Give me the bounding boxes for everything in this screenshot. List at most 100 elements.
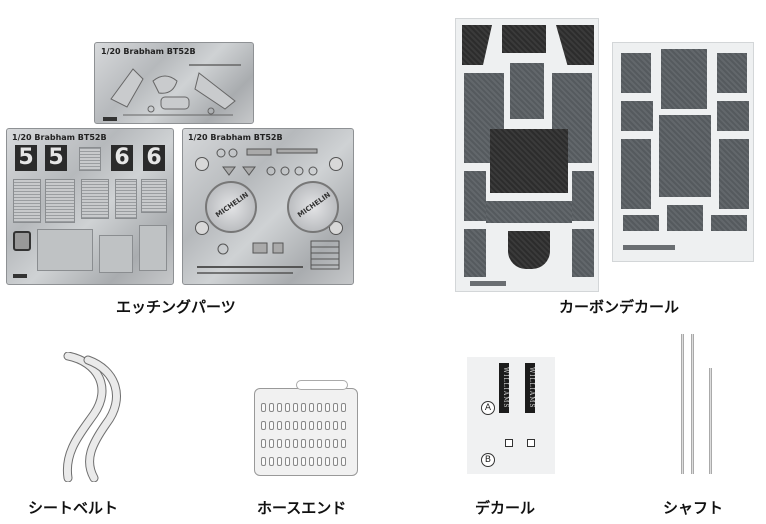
hose-end-part <box>293 421 298 430</box>
seatbelt-art <box>34 351 130 483</box>
hose-end-part <box>317 457 322 466</box>
hose-end-part <box>333 421 338 430</box>
hose-end-part <box>261 439 266 448</box>
carbon-grey-piece-10 <box>667 205 703 231</box>
carbon-grey-piece-6 <box>717 101 749 131</box>
carbon-decal-sheet-left <box>455 18 599 292</box>
carbon-grey-piece-4 <box>621 101 653 131</box>
hose-end-part <box>325 457 330 466</box>
hose-end-sprue-tag <box>296 380 348 390</box>
carbon-grey-piece-2 <box>661 49 707 109</box>
shaft-rod-3 <box>709 368 712 474</box>
etching-bottom-parts <box>193 237 345 277</box>
caption-decal: デカール <box>475 499 536 517</box>
etching-sheet-top: 1/20 Brabham BT52B <box>94 42 254 124</box>
carbon-piece-11 <box>464 229 486 277</box>
caption-seatbelt: シートベルト <box>28 499 119 517</box>
hose-end-part <box>269 421 274 430</box>
etching-ring-4 <box>329 221 343 235</box>
number-decal-3: 6 <box>111 145 133 171</box>
wheel-label-right: MICHELIN <box>296 190 333 220</box>
etching-ring-3 <box>195 221 209 235</box>
hose-end-part <box>269 457 274 466</box>
carbon-piece-10 <box>486 201 572 223</box>
caption-carbon-decal: カーボンデカール <box>559 298 680 316</box>
decal-sheet: WILLIAMS WILLIAMS A B <box>467 357 555 474</box>
hose-end-part <box>301 421 306 430</box>
carbon-piece-5 <box>510 63 544 119</box>
etching-mesh-1 <box>79 147 101 171</box>
carbon-grey-piece-3 <box>717 53 747 93</box>
etching-grille-5 <box>141 179 167 213</box>
shaft-rod-1 <box>681 334 684 474</box>
etching-small-parts-art <box>216 148 318 176</box>
carbon-piece-1 <box>462 25 492 65</box>
number-decal-2: 5 <box>45 145 67 171</box>
hose-end-part <box>317 439 322 448</box>
hose-end-part <box>285 457 290 466</box>
carbon-grey-piece-9 <box>623 215 659 231</box>
etching-top-parts <box>103 59 247 119</box>
hose-end-part <box>309 421 314 430</box>
carbon-grey-piece-5 <box>659 115 711 197</box>
etching-grille-4 <box>115 179 137 219</box>
hose-end-part <box>293 439 298 448</box>
hose-end-part <box>341 457 346 466</box>
caption-shaft: シャフト <box>663 499 724 517</box>
carbon-sheet-left-code <box>470 281 506 286</box>
etching-sheet-top-label: 1/20 Brabham BT52B <box>101 47 196 56</box>
decal-marker-a: A <box>481 401 495 415</box>
carbon-piece-12 <box>508 231 550 269</box>
hose-end-part <box>341 421 346 430</box>
hose-end-part <box>301 403 306 412</box>
carbon-sheet-right-code <box>623 245 675 250</box>
etching-small-parts <box>213 145 325 179</box>
decal-strip-1: WILLIAMS <box>499 363 509 413</box>
wheel-label-left: MICHELIN <box>214 190 251 220</box>
etching-bracket <box>13 231 31 251</box>
caption-hose-end: ホースエンド <box>257 499 347 517</box>
hose-end-part <box>317 421 322 430</box>
carbon-piece-2 <box>502 25 546 53</box>
hose-end-part <box>301 439 306 448</box>
decal-small-1 <box>505 439 513 447</box>
etching-grille-2 <box>45 179 75 223</box>
hose-end-part <box>325 403 330 412</box>
hose-end-part <box>293 403 298 412</box>
carbon-grey-piece-8 <box>719 139 749 209</box>
hose-end-part <box>333 439 338 448</box>
decal-strip-2: WILLIAMS <box>525 363 535 413</box>
etching-sheet-right: 1/20 Brabham BT52B MICHELIN MICHELIN <box>182 128 354 285</box>
etching-grille-1 <box>13 179 41 223</box>
etching-ring-1 <box>195 157 209 171</box>
hose-end-sprue <box>254 388 358 476</box>
etching-wheel-left: MICHELIN <box>205 181 257 233</box>
hose-end-part <box>333 457 338 466</box>
hose-end-part <box>333 403 338 412</box>
hose-end-part <box>277 421 282 430</box>
hose-end-part <box>277 457 282 466</box>
etching-top-parts-art <box>110 64 241 116</box>
decal-small-2 <box>527 439 535 447</box>
hose-end-part <box>325 439 330 448</box>
etching-ring-2 <box>329 157 343 171</box>
hose-end-row-2 <box>261 421 353 433</box>
shaft-rod-2 <box>691 334 694 474</box>
hose-end-part <box>309 403 314 412</box>
etching-wheel-right: MICHELIN <box>287 181 339 233</box>
hose-end-part <box>325 421 330 430</box>
etching-grille-3 <box>81 179 109 219</box>
carbon-grey-piece-1 <box>621 53 651 93</box>
hose-end-part <box>309 439 314 448</box>
carbon-piece-13 <box>572 229 594 277</box>
carbon-grey-piece-11 <box>711 215 747 231</box>
hose-end-part <box>317 403 322 412</box>
hose-end-row-3 <box>261 439 353 451</box>
hose-end-part <box>269 439 274 448</box>
carbon-grey-piece-7 <box>621 139 651 209</box>
hose-end-part <box>341 439 346 448</box>
carbon-piece-9 <box>572 171 594 221</box>
carbon-piece-7 <box>490 129 568 193</box>
etching-top-code <box>103 117 117 121</box>
number-decal-1: 5 <box>15 145 37 171</box>
